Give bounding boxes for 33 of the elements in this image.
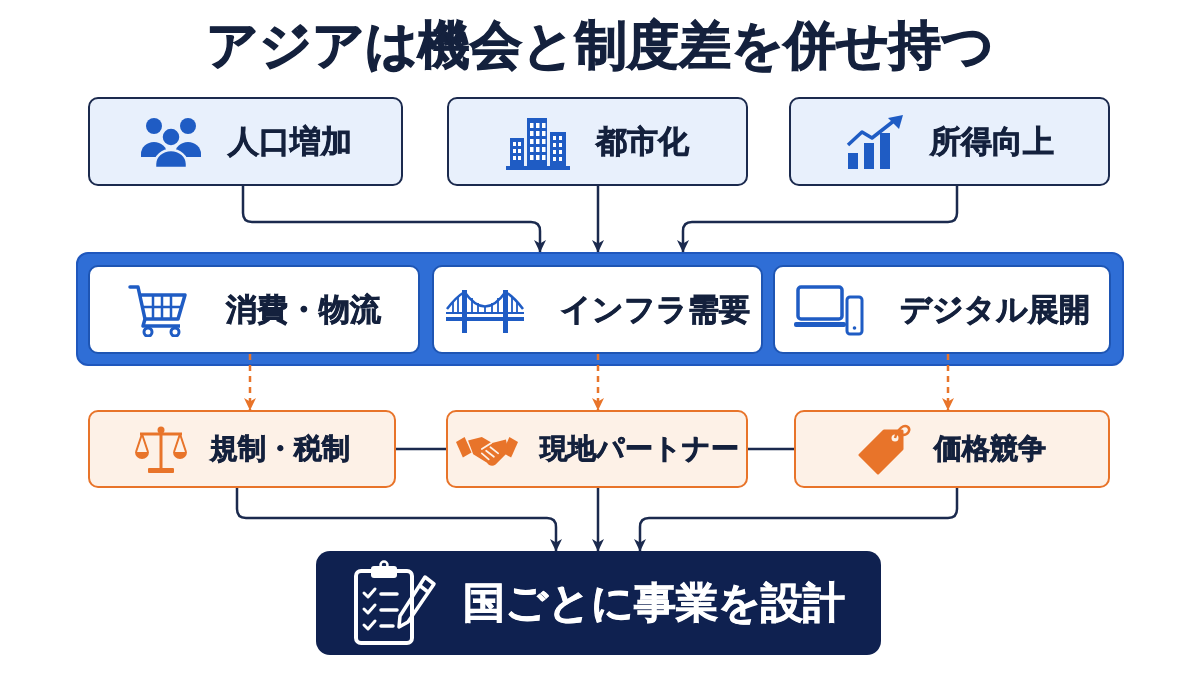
node-label: 価格競争: [934, 432, 1046, 466]
node-label: デジタル展開: [900, 290, 1090, 329]
arrow: [592, 488, 604, 552]
connector-line: [396, 447, 446, 451]
node-label: 規制・税制: [210, 432, 350, 466]
arrow: [677, 186, 959, 253]
node-label: 消費・物流: [225, 290, 381, 329]
challenge-box: [446, 410, 748, 488]
challenge-box: [88, 410, 396, 488]
arrow: [592, 354, 604, 411]
arrow: [634, 488, 959, 552]
driver-box: [88, 97, 403, 186]
node-label: 現地パートナー: [539, 432, 739, 466]
group-panel: [76, 252, 1124, 366]
node-label: 所得向上: [929, 122, 1054, 161]
node-label: インフラ需要: [559, 290, 750, 329]
conclusion-box: [316, 551, 881, 655]
opportunity-box: [88, 265, 420, 354]
driver-box: [789, 97, 1110, 186]
diagram-title: アジアは機会と制度差を併せ持つ: [205, 14, 995, 77]
arrow: [235, 488, 562, 552]
opportunity-box: [432, 265, 763, 354]
arrow: [244, 354, 256, 411]
conclusion-text: 国ごとに事業を設計: [462, 577, 845, 629]
node-label: 人口増加: [227, 122, 352, 161]
arrow: [942, 354, 954, 411]
driver-box: [447, 97, 748, 186]
opportunity-box: [773, 265, 1111, 354]
connector-line: [748, 447, 794, 451]
arrow: [241, 186, 546, 253]
node-label: 都市化: [596, 122, 689, 161]
challenge-box: [794, 410, 1110, 488]
arrow: [592, 186, 604, 253]
